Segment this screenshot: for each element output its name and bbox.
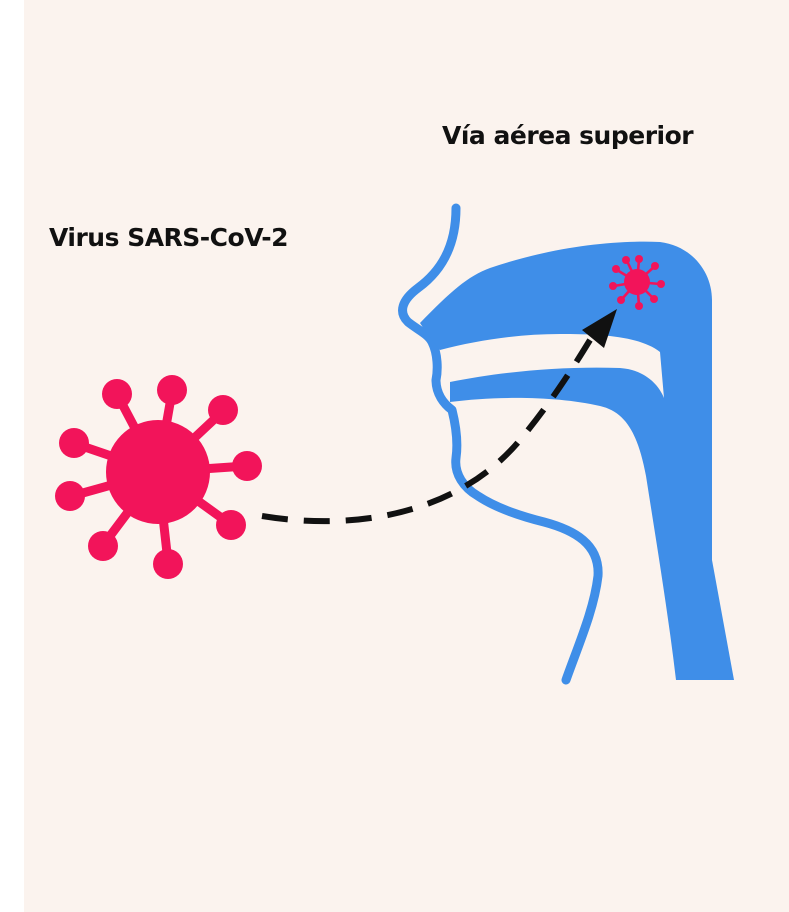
nasal-cavity-shape [420,242,734,680]
airway-profile-icon [403,208,734,680]
dashed-path [262,340,590,521]
virus-label: Virus SARS-CoV-2 [49,223,288,252]
upper-airway-label: Vía aérea superior [442,121,693,150]
virus-icon [55,375,262,579]
